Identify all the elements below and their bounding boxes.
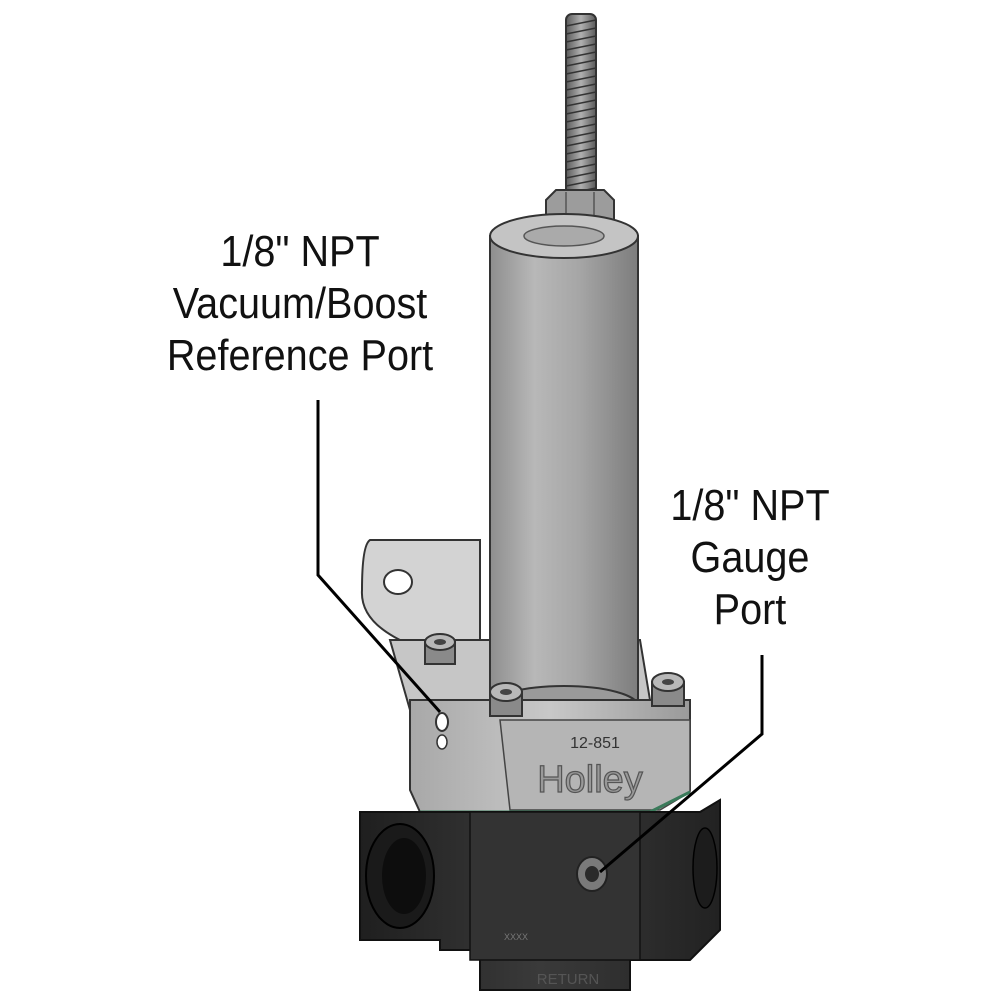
gauge-label-line: 1/8" NPT — [670, 481, 830, 530]
gauge-port-label: 1/8" NPT Gauge Port — [615, 480, 885, 636]
gauge-label-line: Port — [713, 585, 787, 634]
aluminum-housing: 12-851 Holley — [409, 699, 691, 813]
part-number: 12-851 — [570, 735, 620, 752]
vacuum-port-label: 1/8" NPT Vacuum/Boost Reference Port — [129, 226, 471, 382]
bolt-top-left — [424, 633, 456, 665]
gauge-callout-line — [599, 655, 764, 874]
return-marking: RETURN — [537, 971, 600, 988]
vacuum-label-line: 1/8" NPT — [220, 227, 380, 276]
threaded-stud — [565, 13, 597, 215]
regulator-body: XXXX RETURN — [359, 798, 721, 991]
vacuum-label-line: Reference Port — [166, 331, 434, 380]
vacuum-label-line: Vacuum/Boost — [172, 279, 428, 328]
vacuum-callout-line — [316, 400, 442, 713]
spring-cylinder — [489, 213, 639, 727]
gauge-port — [576, 856, 608, 892]
bolt-front-left — [489, 682, 523, 717]
bolt-front-right — [651, 672, 685, 707]
vacuum-port — [435, 712, 449, 750]
body-marking: XXXX — [504, 932, 528, 942]
gauge-label-line: Gauge — [690, 533, 810, 582]
brand-logo: Holley — [537, 759, 643, 801]
